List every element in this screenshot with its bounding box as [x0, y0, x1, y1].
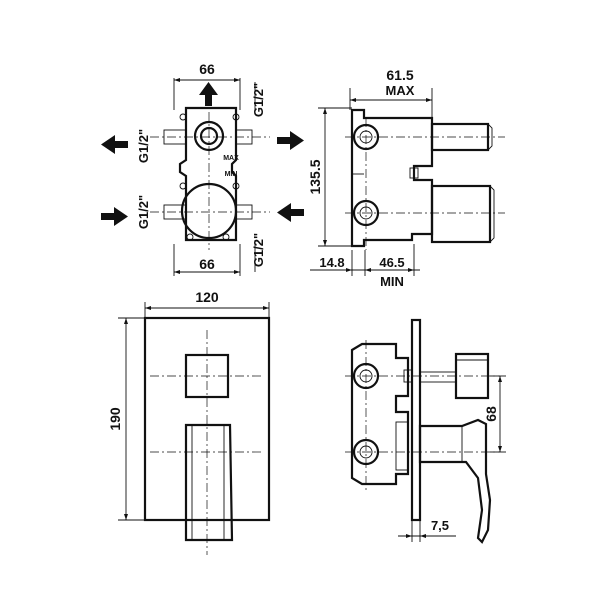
dim-plate-thickness: 7,5 [431, 518, 449, 533]
assembly-side-view: 68 7,5 [345, 318, 506, 544]
dim-plate-height: 190 [107, 407, 123, 431]
dim-depth-max: 61.5 [386, 67, 413, 83]
label-min: MIN [225, 171, 238, 178]
dim-top-width: 66 [199, 61, 215, 77]
label-max-side: MAX [386, 83, 415, 98]
arrow-up-icon [199, 82, 218, 106]
label-min-side: MIN [380, 274, 404, 289]
thread-top-right: G1/2" [251, 83, 266, 117]
arrow-left-icon [101, 135, 128, 154]
thread-bottom-right: G1/2" [251, 233, 266, 267]
thread-left-top: G1/2" [136, 129, 151, 163]
dim-front: 14.8 [319, 255, 344, 270]
arrow-right-in-icon [101, 207, 128, 226]
dim-plate-width: 120 [195, 289, 219, 305]
dim-offset: 68 [483, 406, 499, 422]
plate-front-view: 120 190 [107, 289, 271, 555]
dim-height: 135.5 [307, 159, 323, 194]
arrow-left-in-icon [277, 203, 304, 222]
arrow-right-icon [277, 131, 304, 150]
dim-depth-min: 46.5 [379, 255, 404, 270]
label-max: MAX [223, 155, 239, 162]
valve-front-view: 66 MAX MIN [101, 61, 304, 276]
dim-bottom-width: 66 [199, 256, 215, 272]
valve-side-view: 61.5 MAX 135.5 14.8 46.5 [307, 67, 505, 289]
thread-left-bottom: G1/2" [136, 195, 151, 229]
